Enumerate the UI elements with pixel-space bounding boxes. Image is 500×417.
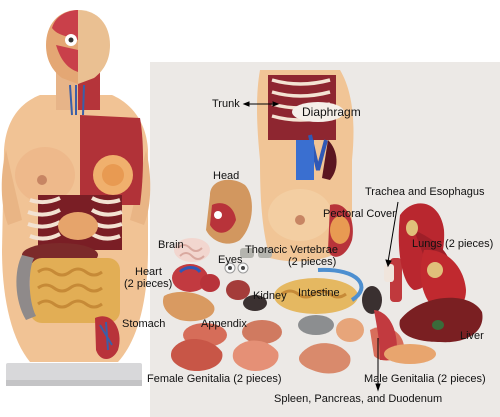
trunk-shell bbox=[257, 70, 354, 262]
label-intestine: Intestine bbox=[298, 287, 340, 299]
kidney-piece bbox=[226, 280, 250, 300]
head-muscle-half bbox=[78, 10, 110, 84]
label-head: Head bbox=[213, 170, 240, 182]
stomach-piece bbox=[162, 291, 215, 322]
label-pectoral-cover: Pectoral Cover bbox=[323, 208, 396, 220]
label-trachea-esophagus: Trachea and Esophagus bbox=[365, 186, 485, 198]
organ-pieces bbox=[162, 179, 483, 374]
label-brain: Brain bbox=[158, 239, 184, 251]
heart-in-torso bbox=[58, 212, 98, 240]
label-appendix: Appendix bbox=[201, 318, 247, 330]
female-genitalia-piece bbox=[170, 338, 223, 372]
liver-piece bbox=[399, 297, 483, 343]
label-heart-1: Heart bbox=[135, 266, 162, 278]
label-heart-2: (2 pieces) bbox=[124, 278, 173, 290]
torso-model bbox=[1, 10, 151, 386]
label-eyes: Eyes bbox=[218, 254, 243, 266]
label-liver: Liver bbox=[460, 330, 484, 342]
intestine-piece bbox=[274, 278, 358, 314]
label-stomach: Stomach bbox=[122, 318, 166, 330]
model-base bbox=[6, 363, 142, 385]
diaphragm-piece bbox=[292, 102, 344, 122]
label-kidney: Kidney bbox=[253, 290, 287, 302]
label-spleen-pancreas-duodenum: Spleen, Pancreas, and Duodenum bbox=[274, 393, 443, 405]
label-diaphragm: Diaphragm bbox=[302, 105, 361, 119]
label-thoracic-vertebrae-2: (2 pieces) bbox=[288, 256, 337, 268]
label-male-genitalia: Male Genitalia (2 pieces) bbox=[364, 373, 486, 385]
label-lungs: Lungs (2 pieces) bbox=[412, 238, 494, 250]
label-trunk: Trunk bbox=[212, 98, 240, 110]
vertebrae-piece bbox=[240, 248, 254, 258]
spleen-pancreas-duodenum-piece bbox=[298, 343, 351, 374]
label-female-genitalia: Female Genitalia (2 pieces) bbox=[147, 373, 282, 385]
label-thoracic-vertebrae-1: Thoracic Vertebrae bbox=[245, 244, 338, 256]
annotation-arrows bbox=[242, 101, 399, 392]
